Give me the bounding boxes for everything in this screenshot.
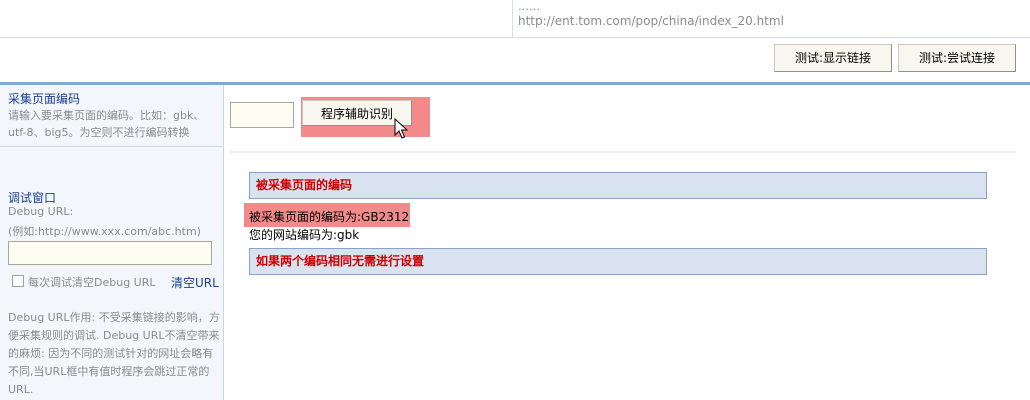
target-encoding-result: 被采集页面的编码为:GB2312 — [249, 210, 410, 224]
debug-url-note: Debug URL作用: 不受采集链接的影响，方便采集规则的调试. Debug … — [8, 311, 220, 396]
encoding-section-title: 采集页面编码 — [8, 92, 81, 106]
top-right-cell — [513, 0, 1030, 37]
top-left-cell — [0, 0, 513, 37]
divider — [0, 37, 1030, 38]
debug-url-input[interactable] — [8, 241, 212, 265]
clear-each-label: 每次调试清空Debug URL — [28, 276, 156, 289]
section-divider — [0, 82, 1030, 85]
left-divider — [0, 146, 223, 147]
debug-url-example: (例如:http://www.xxx.com/abc.htm) — [8, 225, 201, 238]
encoding-panel-header: 被采集页面的编码 — [249, 172, 987, 199]
same-encoding-note-header: 如果两个编码相同无需进行设置 — [249, 248, 987, 275]
encoding-result-highlight — [244, 203, 410, 227]
debug-url-label: Debug URL: — [8, 205, 74, 218]
mouse-cursor-icon — [394, 118, 408, 139]
site-encoding-result: 您的网站编码为:gbk — [249, 228, 360, 242]
top-ellipsis: …… — [518, 0, 540, 13]
encoding-input[interactable] — [230, 102, 294, 128]
content-divider — [230, 151, 1016, 153]
assist-detect-button[interactable]: 程序辅助识别 — [302, 100, 412, 126]
test-show-links-button[interactable]: 测试:显示链接 — [774, 44, 892, 72]
clear-url-link[interactable]: 清空URL — [171, 276, 219, 290]
test-try-connect-button[interactable]: 测试:尝试连接 — [898, 44, 1016, 72]
clear-each-checkbox[interactable] — [12, 275, 24, 287]
top-url-text: http://ent.tom.com/pop/china/index_20.ht… — [518, 14, 784, 28]
debug-section-title: 调试窗口 — [8, 191, 57, 205]
encoding-description: 请输入要采集页面的编码。比如：gbk、utf-8、big5。为空则不进行编码转换 — [8, 109, 205, 139]
